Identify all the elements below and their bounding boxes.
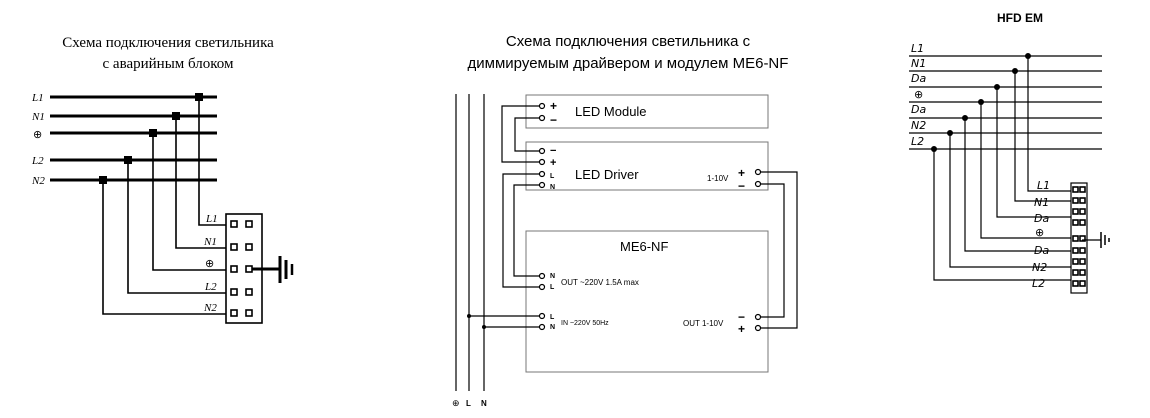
left-bus-label-l1: L1 [31, 92, 44, 104]
right-terminal-label-n2: N2 [1032, 261, 1047, 274]
left-title-line1: Схема подключения светильника [62, 35, 274, 51]
led-module-box [525, 94, 769, 129]
right-terminal-label-l1: L1 [1037, 179, 1050, 192]
me6-dim-label: OUT 1-10V [683, 319, 724, 328]
middle-title-line2: диммируемым драйвером и модулем ME6-NF [468, 55, 789, 72]
right-drop-wires [931, 53, 1071, 281]
me6-in-pin-n: N [550, 324, 555, 331]
left-terminal-slots [230, 220, 253, 317]
me6-out-pin-l: L [550, 284, 555, 291]
left-terminal-label-n2: N2 [203, 302, 217, 314]
right-bus-label-earth: ⊕ [914, 88, 923, 101]
left-ground-icon [252, 256, 294, 283]
me6-label: ME6-NF [620, 239, 668, 254]
left-diagram: Схема подключения светильника с аварийны… [31, 35, 294, 324]
left-terminal-label-earth: ⊕ [205, 258, 214, 270]
left-bus-label-l2: L2 [31, 155, 44, 167]
me6-out-pin-n: N [550, 273, 555, 280]
right-terminal-label-da2: Da [1034, 244, 1049, 257]
supply-label-n: N [481, 399, 487, 408]
led-driver-pin-l: L [550, 173, 555, 180]
left-terminal-label-l2: L2 [204, 281, 217, 293]
led-driver-pin-minus: − [550, 145, 556, 157]
left-bus-label-n1: N1 [31, 111, 45, 123]
right-bus-label-l1: L1 [911, 42, 924, 55]
middle-title-line1: Схема подключения светильника с [506, 33, 751, 50]
middle-wiring [467, 105, 798, 329]
led-driver-pin-n: N [550, 184, 555, 191]
led-module-pin-plus: + [550, 99, 557, 113]
left-terminal-label-l1: L1 [205, 213, 218, 225]
right-diagram: HFD EM L1 N1 Da ⊕ Da N2 L2 [909, 11, 1110, 294]
led-driver-dim-pin-minus: − [738, 179, 745, 193]
left-title-line2: с аварийным блоком [103, 56, 234, 72]
me6-box [525, 230, 769, 373]
me6-dim-pin-plus: + [738, 322, 745, 336]
left-bus-label-earth: ⊕ [33, 129, 42, 141]
right-bus-label-da1: Da [911, 72, 926, 85]
me6-out-label: OUT ~220V 1.5A max [561, 278, 639, 287]
right-terminal-label-l2: L2 [1032, 277, 1045, 290]
right-bus-label-n2: N2 [911, 119, 926, 132]
led-module-pin-minus: − [550, 113, 557, 127]
me6-dim-pin-minus: − [738, 310, 745, 324]
right-bus-label-n1: N1 [911, 57, 926, 70]
led-driver-dim-label: 1-10V [707, 174, 729, 183]
middle-diagram: Схема подключения светильника с диммируе… [452, 33, 798, 408]
led-driver-dim-pin-plus: + [738, 166, 745, 180]
led-driver-pin-plus: + [550, 157, 556, 169]
right-ground-icon [1082, 232, 1110, 248]
right-bus-label-l2: L2 [911, 135, 924, 148]
right-terminal-label-earth: ⊕ [1035, 226, 1044, 239]
left-terminal-label-n1: N1 [203, 236, 217, 248]
me6-in-pin-l: L [550, 314, 555, 321]
led-driver-box [525, 141, 769, 191]
right-terminal-label-n1: N1 [1034, 196, 1049, 209]
right-terminal-slots [1072, 186, 1086, 287]
left-drop-wires [99, 93, 226, 315]
right-bus-lines [909, 55, 1102, 150]
left-bus-label-n2: N2 [31, 175, 45, 187]
me6-in-label: IN ~220V 50Hz [561, 320, 609, 327]
led-driver-label: LED Driver [575, 167, 639, 182]
right-bus-label-da2: Da [911, 103, 926, 116]
right-terminal-label-da1: Da [1034, 212, 1049, 225]
supply-label-l: L [466, 399, 471, 408]
led-module-label: LED Module [575, 104, 647, 119]
right-title: HFD EM [997, 11, 1043, 25]
supply-label-earth: ⊕ [452, 398, 460, 408]
